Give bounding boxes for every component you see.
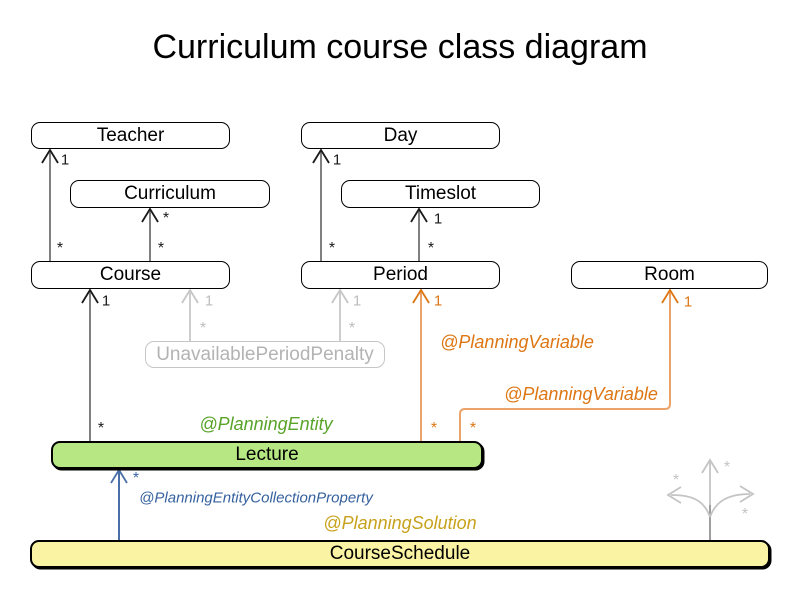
class-box-lecture: Lecture xyxy=(51,441,483,469)
annotation-planning-entity: @PlanningEntity xyxy=(199,414,333,434)
multiplicity-lecture-room-many: * xyxy=(469,420,477,437)
class-label-course: Course xyxy=(99,264,162,285)
class-box-teacher: Teacher xyxy=(31,122,230,149)
class-box-course: Course xyxy=(31,261,230,289)
class-label-room: Room xyxy=(644,264,695,285)
arrow-course-to-curriculum xyxy=(141,207,159,261)
multiplicity-penalty-course-many: * xyxy=(199,320,207,337)
multiplicity-penalty-period-1: 1 xyxy=(352,292,362,310)
class-label-curriculum: Curriculum xyxy=(124,183,216,204)
multiplicity-lecture-period-1: 1 xyxy=(433,292,443,310)
multiplicity-schedule-facts-up: * xyxy=(723,459,731,476)
arrow-schedule-to-lecture xyxy=(110,468,128,540)
multiplicity-course-curriculum-top: * xyxy=(162,210,170,227)
arrow-penalty-to-course xyxy=(181,288,199,341)
multiplicity-period-timeslot-many: * xyxy=(427,240,435,257)
multiplicity-schedule-facts-right: * xyxy=(741,506,749,523)
arrow-lecture-to-room xyxy=(459,288,679,441)
multiplicity-schedule-facts-left: * xyxy=(672,472,680,489)
annotation-planning-variable-period: @PlanningVariable xyxy=(440,332,594,352)
arrow-course-to-teacher xyxy=(41,148,59,261)
multiplicity-lecture-period-many: * xyxy=(430,420,438,437)
arrow-penalty-to-period xyxy=(331,288,349,341)
multiplicity-lecture-room-1: 1 xyxy=(683,293,693,311)
annotation-planning-variable-room: @PlanningVariable xyxy=(504,384,658,404)
multiplicity-period-day-many: * xyxy=(328,240,336,257)
multiplicity-course-teacher-many: * xyxy=(56,240,64,257)
class-box-unavailable-period-penalty: UnavailablePeriodPenalty xyxy=(145,341,385,368)
class-box-period: Period xyxy=(301,261,500,289)
class-label-day: Day xyxy=(383,124,418,146)
multiplicity-schedule-lecture-many: * xyxy=(132,470,140,487)
multiplicity-lecture-course-1: 1 xyxy=(101,292,111,310)
arrow-lecture-to-course xyxy=(81,288,99,441)
arrow-period-to-day xyxy=(312,148,330,261)
class-box-day: Day xyxy=(301,122,500,149)
class-box-timeslot: Timeslot xyxy=(341,180,540,208)
annotation-planning-solution: @PlanningSolution xyxy=(323,513,477,533)
class-label-course-schedule: CourseSchedule xyxy=(329,543,471,564)
multiplicity-period-timeslot-1: 1 xyxy=(433,210,443,228)
class-box-curriculum: Curriculum xyxy=(70,180,270,208)
multiplicity-lecture-course-many: * xyxy=(97,420,105,437)
annotation-planning-entity-collection-property: @PlanningEntityCollectionProperty xyxy=(139,489,373,507)
multiplicity-course-curriculum-bottom: * xyxy=(157,240,165,257)
class-label-lecture: Lecture xyxy=(235,444,299,465)
arrow-schedule-to-facts xyxy=(666,458,755,540)
class-label-timeslot: Timeslot xyxy=(404,183,477,204)
diagram-title: Curriculum course class diagram xyxy=(152,28,648,66)
multiplicity-course-teacher-1: 1 xyxy=(60,151,70,169)
class-box-course-schedule: CourseSchedule xyxy=(30,540,770,568)
class-label-period: Period xyxy=(373,264,428,285)
multiplicity-penalty-period-many: * xyxy=(348,320,356,337)
multiplicity-penalty-course-1: 1 xyxy=(204,292,214,310)
multiplicity-period-day-1: 1 xyxy=(332,151,342,169)
class-label-unavailable-period-penalty: UnavailablePeriodPenalty xyxy=(156,343,374,365)
arrow-period-to-timeslot xyxy=(410,207,428,261)
class-box-room: Room xyxy=(571,261,768,289)
class-label-teacher: Teacher xyxy=(96,124,165,146)
arrow-lecture-to-period xyxy=(412,288,430,441)
